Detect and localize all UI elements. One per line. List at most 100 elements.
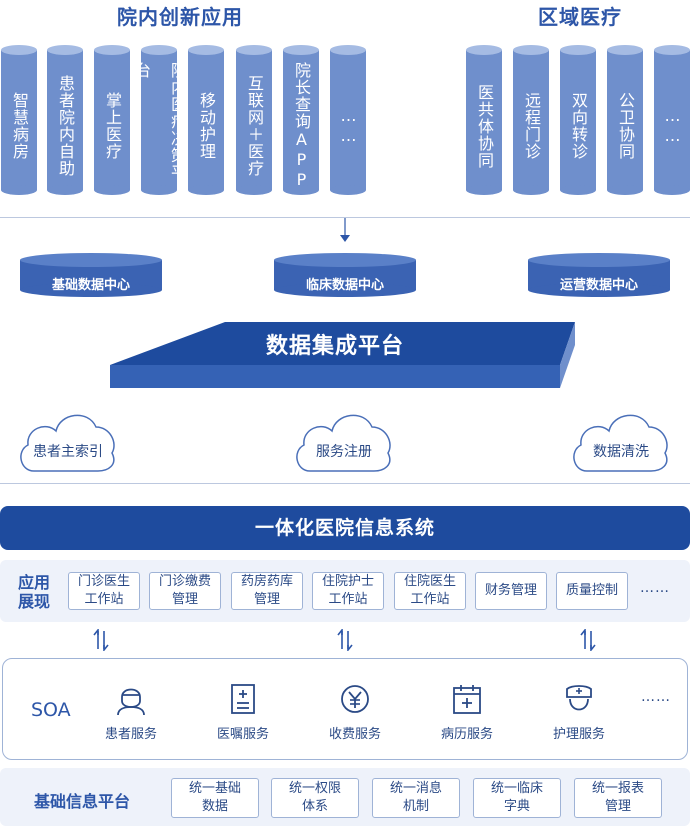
base-module-box: 统一临床字典: [473, 778, 561, 818]
app-module-box: 门诊缴费管理: [149, 572, 221, 610]
service-patient: 患者服务: [91, 683, 171, 742]
integration-platform-slab: [110, 322, 575, 388]
base-module-box: 统一基础数据: [171, 778, 259, 818]
pillar-label: 远程门诊: [522, 92, 541, 160]
app-module-line1: 财务管理: [484, 583, 537, 598]
bidirectional-arrow-icon: [337, 629, 353, 651]
left-pillar: ……: [330, 44, 366, 196]
app-layer-label-line2: 展现: [18, 592, 51, 611]
pillar-label: 移动护理: [197, 92, 216, 160]
pillar-label: ……: [663, 106, 682, 146]
left-pillar: 掌上医疗: [94, 44, 130, 196]
app-module-line2: 工作站: [328, 592, 368, 607]
app-more: ……: [640, 580, 670, 596]
right-pillar: 公卫协同: [607, 44, 643, 196]
top-divider: [0, 217, 690, 218]
calendar-record-icon: [453, 685, 481, 714]
pillar-label: 双向转诊: [569, 92, 588, 160]
cloud-patient-index: 患者主索引: [18, 405, 118, 475]
base-module-line1: 统一报表: [591, 781, 644, 796]
pillar-label: 掌上医疗: [103, 92, 122, 160]
service-label: 护理服务: [552, 727, 605, 742]
left-pillar: 患者院内自助: [47, 44, 83, 196]
nurse-icon: [117, 688, 145, 715]
base-module-line1: 统一临床: [490, 781, 543, 796]
app-module-line1: 住院护士: [321, 574, 374, 589]
base-module-line1: 统一权限: [288, 781, 341, 796]
base-module-box: 统一报表管理: [574, 778, 662, 818]
pillar-label: ……: [339, 106, 358, 146]
pillar-label: 院长查询APP: [292, 62, 311, 190]
service-label: 医嘱服务: [216, 727, 269, 742]
app-module-box: 财务管理: [475, 572, 547, 610]
service-nursing: 护理服务: [539, 683, 619, 742]
cloud-label: 患者主索引: [33, 444, 103, 460]
left-pillar: 互联网＋医疗: [236, 44, 272, 196]
service-billing: 收费服务: [315, 683, 395, 742]
base-module-line2: 体系: [301, 799, 328, 814]
base-module-line1: 统一消息: [389, 781, 442, 796]
bidirectional-arrow-icon: [93, 629, 109, 651]
base-module-line2: 数据: [201, 799, 228, 814]
app-module-box: 药房药库管理: [231, 572, 303, 610]
right-pillar: 医共体协同: [466, 44, 502, 196]
down-arrow-icon: [340, 218, 350, 242]
soa-more: ……: [641, 689, 671, 705]
right-pillar: 远程门诊: [513, 44, 549, 196]
pillar-label: 公卫协同: [616, 92, 635, 160]
bidirectional-arrow-icon: [580, 629, 596, 651]
app-layer-panel: 应用 展现 门诊医生工作站门诊缴费管理药房药库管理住院护士工作站住院医生工作站财…: [0, 560, 690, 622]
left-pillar: 移动护理: [188, 44, 224, 196]
pillar-label: 互联网＋医疗: [245, 75, 264, 177]
app-module-line2: 管理: [171, 592, 198, 607]
app-module-line1: 住院医生: [403, 574, 456, 589]
service-label: 患者服务: [104, 727, 157, 742]
service-order: 医嘱服务: [203, 683, 283, 742]
app-module-line1: 门诊缴费: [158, 574, 211, 589]
right-pillar: 双向转诊: [560, 44, 596, 196]
service-label: 病历服务: [440, 727, 493, 742]
app-module-line2: 工作站: [84, 592, 124, 607]
data-center-operation: 运营数据中心: [528, 252, 670, 298]
app-module-line1: 药房药库: [240, 574, 293, 589]
app-layer-label-line1: 应用: [18, 573, 51, 592]
integration-platform-label: 数据集成平台: [265, 334, 404, 359]
cloud-label: 数据清洗: [593, 444, 649, 460]
data-center-label: 基础数据中心: [51, 278, 130, 293]
data-center-clinical: 临床数据中心: [274, 252, 416, 298]
nurse-cap-icon: [566, 685, 592, 711]
base-module-line2: 管理: [604, 799, 631, 814]
data-center-label: 运营数据中心: [559, 278, 638, 293]
base-platform-panel: 基础信息平台 统一基础数据统一权限体系统一消息机制统一临床字典统一报表管理: [0, 768, 690, 826]
left-pillar: 院长查询APP: [283, 44, 319, 196]
base-module-line1: 统一基础: [188, 781, 241, 796]
pillar-label: 患者院内自助: [56, 75, 75, 177]
app-module-box: 门诊医生工作站: [68, 572, 140, 610]
base-module-line2: 字典: [503, 799, 530, 814]
cloud-service-registry: 服务注册: [294, 405, 394, 475]
left-pillar: 智慧病房: [1, 44, 37, 196]
base-module-box: 统一消息机制: [372, 778, 460, 818]
app-module-line1: 门诊医生: [77, 574, 130, 589]
pillar-label: 院内医疗决策平台: [132, 62, 187, 181]
left-section-title: 院内创新应用: [117, 5, 243, 29]
integrated-system-banner: 一体化医院信息系统: [0, 506, 690, 550]
document-icon: [231, 684, 255, 714]
cloud-data-cleaning: 数据清洗: [571, 405, 671, 475]
mid-divider: [0, 483, 690, 484]
service-record: 病历服务: [427, 683, 507, 742]
right-pillar: ……: [654, 44, 690, 196]
right-section-title: 区域医疗: [538, 5, 622, 29]
yen-coin-icon: [341, 685, 369, 713]
data-center-label: 临床数据中心: [305, 278, 384, 293]
left-pillar: 院内医疗决策平台: [132, 44, 187, 196]
app-layer-label: 应用 展现: [18, 573, 50, 611]
base-module-box: 统一权限体系: [271, 778, 359, 818]
service-label: 收费服务: [328, 727, 381, 742]
soa-label: SOA: [31, 699, 71, 721]
pillar-label: 医共体协同: [475, 83, 494, 169]
pillar-label: 智慧病房: [10, 92, 29, 160]
soa-panel: SOA 患者服务 医嘱服务 收费服务 病历服务 护理服务 ……: [2, 658, 688, 760]
app-module-line2: 管理: [253, 592, 280, 607]
app-module-line2: 工作站: [410, 592, 450, 607]
